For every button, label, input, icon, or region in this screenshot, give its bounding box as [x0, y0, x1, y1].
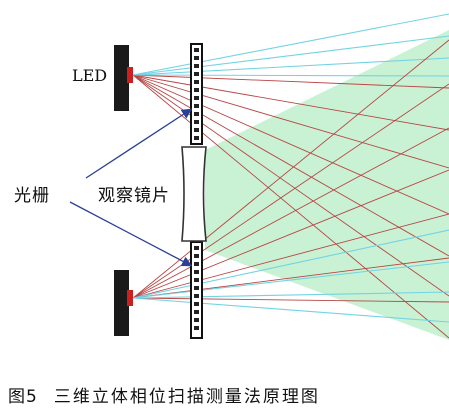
- grating-slit: [194, 88, 199, 92]
- pointer-arrow-bottom-grating: [69, 201, 193, 267]
- grating-slit: [194, 80, 199, 84]
- bottom-led: [114, 270, 133, 336]
- red-ray: [132, 74, 449, 215]
- cyan-ray: [132, 13, 449, 76]
- bottom-grating: [190, 241, 203, 339]
- cyan-ray: [132, 229, 449, 299]
- principle-diagram: [69, 13, 449, 340]
- red-ray: [132, 74, 449, 257]
- figure-number: 图5: [8, 387, 38, 407]
- grating-slit: [194, 270, 199, 274]
- top-led: [114, 45, 133, 111]
- grating-slit: [194, 136, 199, 140]
- red-ray: [132, 74, 449, 89]
- grating-slit: [194, 104, 199, 108]
- cyan-ray: [132, 261, 449, 299]
- grating-slit: [194, 112, 199, 116]
- grating-slit: [194, 48, 199, 52]
- top-grating: [190, 43, 203, 145]
- top-led-emitter: [127, 67, 133, 83]
- red-ray: [132, 169, 449, 299]
- top-led-cyan-rays: [132, 13, 449, 77]
- top-led-body: [114, 45, 129, 111]
- grating-slit: [194, 72, 199, 76]
- grating-slit: [194, 286, 199, 290]
- grating-slit: [194, 64, 199, 68]
- cyan-ray: [132, 291, 449, 299]
- red-ray: [132, 213, 449, 299]
- grating-slit: [194, 294, 199, 298]
- cyan-ray: [132, 297, 449, 323]
- grating-slit: [194, 128, 199, 132]
- red-ray: [132, 127, 449, 299]
- grating-slit: [194, 254, 199, 258]
- cyan-ray: [132, 35, 449, 76]
- observation-lens: [181, 146, 207, 242]
- grating-slit: [194, 96, 199, 100]
- top-grating-slits: [194, 48, 199, 140]
- red-ray: [132, 74, 449, 339]
- bottom-led-emitter: [127, 290, 133, 306]
- figure-caption: 图5 三维立体相位扫描测量法原理图: [8, 382, 320, 407]
- bottom-grating-slits: [194, 246, 199, 330]
- grating-slit: [194, 278, 199, 282]
- top-grating-frame: [190, 43, 203, 145]
- grating-slit: [194, 326, 199, 330]
- red-ray: [132, 74, 449, 131]
- pointer-arrow-top-grating: [85, 108, 193, 179]
- cyan-ray: [132, 57, 449, 76]
- observation-lens-label: 观察镜片: [98, 186, 170, 206]
- led-label: LED: [72, 66, 108, 85]
- grating-slit: [194, 318, 199, 322]
- grating-slit: [194, 56, 199, 60]
- red-ray: [132, 39, 449, 299]
- grating-slit: [194, 120, 199, 124]
- figure-caption-text: 三维立体相位扫描测量法原理图: [53, 387, 320, 407]
- red-ray: [132, 74, 449, 169]
- bottom-led-cyan-rays: [132, 229, 449, 323]
- grating-slit: [194, 262, 199, 266]
- bottom-led-body: [114, 270, 129, 336]
- grating-label: 光栅: [14, 186, 50, 206]
- red-ray: [132, 257, 449, 299]
- grating-slit: [194, 310, 199, 314]
- cyan-ray: [132, 74, 449, 77]
- grating-slit: [194, 302, 199, 306]
- grating-slit: [194, 246, 199, 250]
- red-ray: [132, 297, 449, 303]
